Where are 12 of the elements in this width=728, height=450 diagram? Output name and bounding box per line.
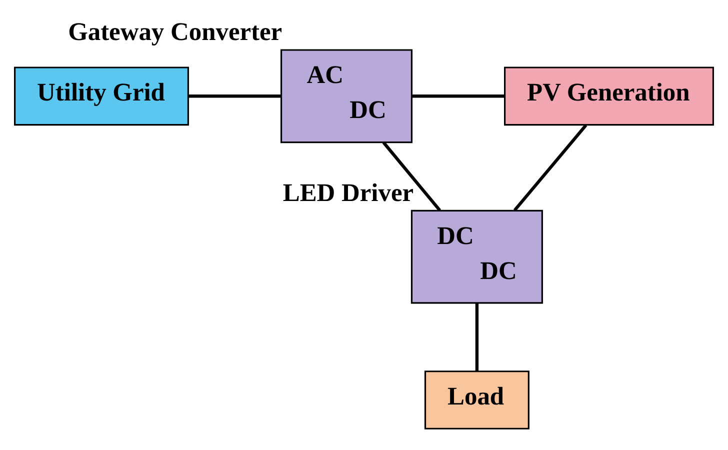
connector bbox=[513, 124, 588, 212]
node-label: LED Driver bbox=[282, 178, 414, 207]
connector bbox=[475, 303, 479, 371]
node-box: Load bbox=[424, 370, 530, 430]
connector bbox=[412, 94, 504, 98]
connector bbox=[382, 141, 442, 212]
node-box: AC DC bbox=[280, 49, 413, 144]
connector bbox=[188, 94, 282, 98]
node-box: PV Generation bbox=[504, 66, 714, 126]
node-box: DC DC bbox=[410, 210, 543, 304]
node-box: Utility Grid bbox=[14, 66, 189, 126]
node-label: Gateway Converter bbox=[68, 17, 282, 46]
